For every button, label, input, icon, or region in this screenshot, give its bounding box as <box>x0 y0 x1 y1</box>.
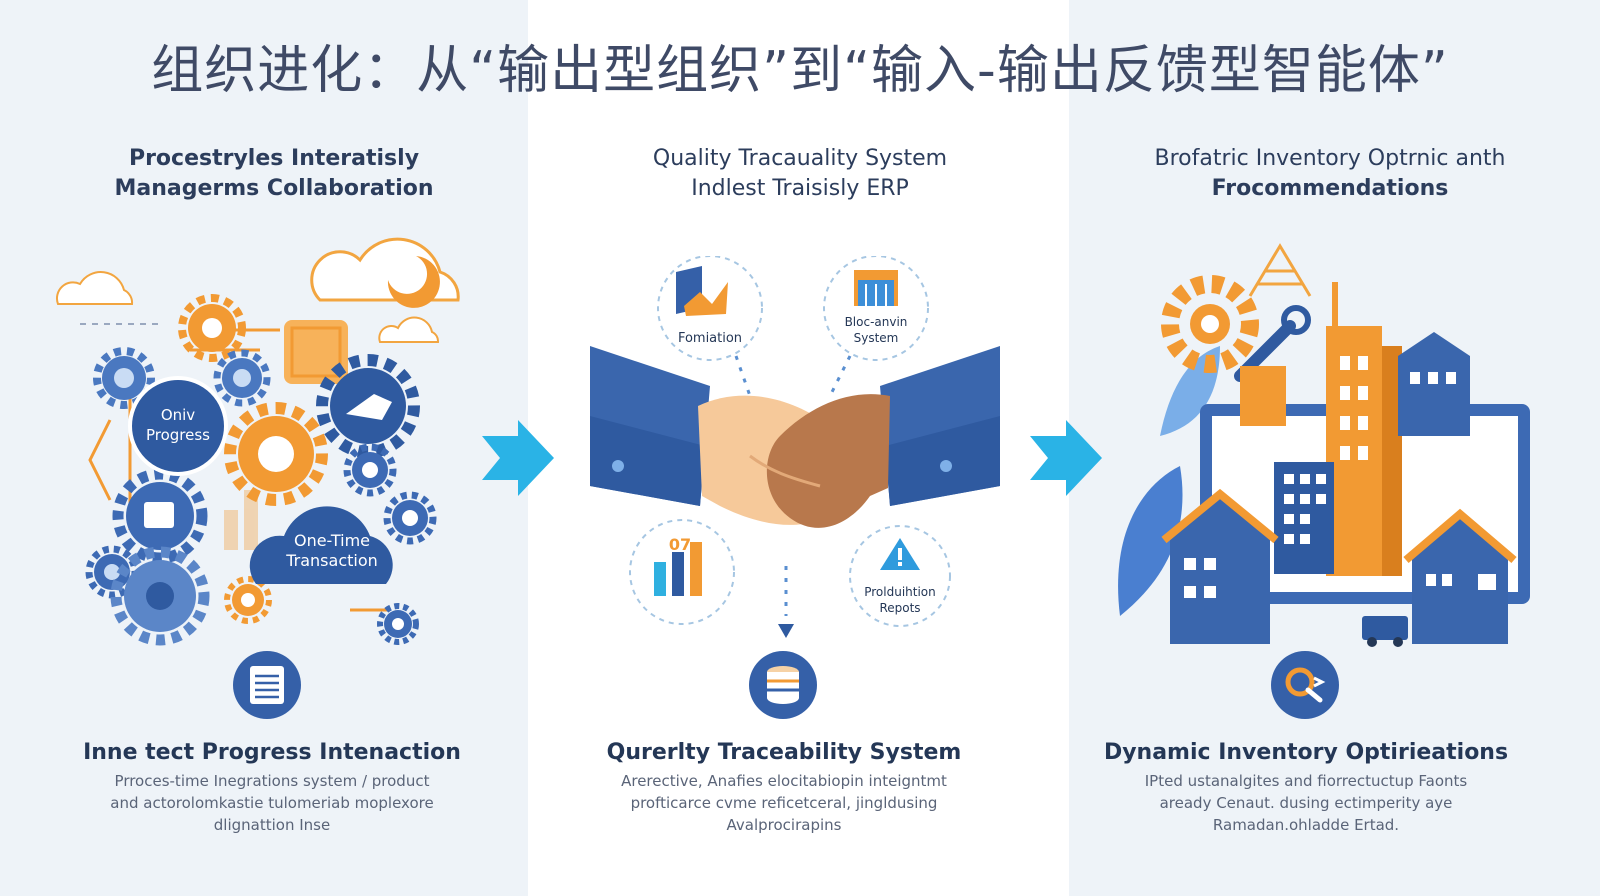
bubble-2-line-1: One-Time <box>294 531 370 550</box>
column-1-desc-line-3: dlignattion Inse <box>213 816 331 834</box>
transaction-cloud <box>249 506 393 584</box>
formation-node: Fomiation <box>657 256 763 361</box>
blockchain-label-1: Bloc-anvin <box>845 315 908 329</box>
gear-icon <box>110 546 210 646</box>
production-label-2: Repots <box>879 601 920 615</box>
building-icon <box>1240 366 1286 426</box>
gear-icon <box>343 443 397 497</box>
gear-icon <box>224 576 272 624</box>
gear-icon <box>224 402 328 506</box>
house-icon <box>1412 518 1508 644</box>
column-1-footer-title: Inne tect Progress Intenaction <box>83 740 461 765</box>
column-3-heading-line-2: Frocommendations <box>1211 176 1449 201</box>
gear-icon <box>178 294 246 362</box>
cloud-icon <box>310 237 460 308</box>
column-2-heading: Quality Tracauality System Indlest Trais… <box>560 144 1040 204</box>
city-illustration <box>1118 243 1530 647</box>
progress-bubble <box>128 376 228 476</box>
right-sleeve <box>880 346 1000 506</box>
gear-icon <box>112 468 208 564</box>
document-icon <box>233 651 301 719</box>
column-3-desc-line-1: IPted ustanalgites and fiorrectuctup Fao… <box>1144 772 1468 790</box>
cloud-icon <box>378 316 440 343</box>
production-label-1: Prolduihtion <box>864 585 936 599</box>
column-2-footer-title: Qurerlty Traceability System <box>606 740 962 765</box>
column-1-desc-line-1: Prroces-time Inegrations system / produc… <box>114 772 430 790</box>
cloud-icon <box>55 271 160 325</box>
blockchain-label-2: System <box>854 331 899 345</box>
chart-badge-text: 07 <box>669 535 691 554</box>
arrow-right-icon <box>1030 420 1102 496</box>
column-2-desc-line-2: profticarce cvme reficetceral, jingldusi… <box>630 794 938 812</box>
column-1-desc-line-2: and actorolomkastie tulomeriab moplexore <box>110 794 434 812</box>
column-1-footer-desc: Prroces-time Inegrations system / produc… <box>32 770 512 836</box>
column-2-heading-line-2: Indlest Traisisly ERP <box>691 176 909 201</box>
leaf-icon <box>1118 466 1183 616</box>
production-node: Prolduihtion Repots <box>849 525 951 627</box>
column-1-heading-line-1: Procestryles Interatisly <box>128 146 420 171</box>
gear-icon <box>93 347 155 409</box>
gear-icon <box>213 349 271 407</box>
chart-node: 07 <box>629 519 735 625</box>
column-3-desc-line-3: Ramadan.ohladde Ertad. <box>1212 816 1400 834</box>
bubble-1-line-2: Progress <box>146 426 210 444</box>
column-1-heading: Procestryles Interatisly Managerms Colla… <box>34 144 514 204</box>
gear-icon <box>383 491 437 545</box>
column-2-heading-line-1: Quality Tracauality System <box>652 146 948 171</box>
page-title: 组织进化：从“输出型组织”到“输入-输出反馈型智能体” <box>151 41 1449 101</box>
column-3-footer-title: Dynamic Inventory Optirieations <box>1103 740 1509 765</box>
gear-icon <box>316 354 420 458</box>
column-2-footer-desc: Arerective, Anafies elocitabiopin inteig… <box>544 770 1024 836</box>
building-icon <box>1326 326 1382 576</box>
truck-icon <box>1362 616 1408 640</box>
bubble-2-line-2: Transaction <box>285 551 378 570</box>
magnifier-icon <box>1271 651 1339 719</box>
column-3-desc-line-2: aready Cenaut. dusing ectimperity aye <box>1159 794 1453 812</box>
column-1-heading-line-2: Managerms Collaboration <box>114 176 434 201</box>
column-3-footer-desc: IPted ustanalgites and fiorrectuctup Fao… <box>1066 770 1546 836</box>
house-icon <box>1170 498 1270 644</box>
database-icon <box>749 651 817 719</box>
handshake-illustration: Fomiation Bloc-anvin System Prolduihtion… <box>590 256 1000 638</box>
bubble-1-line-1: Oniv <box>161 406 195 424</box>
crane-icon <box>1248 243 1312 297</box>
column-3-heading: Brofatric Inventory Optrnic anth Frocomm… <box>1090 144 1570 204</box>
gear-icon <box>377 603 419 645</box>
gears-illustration: Oniv Progress One-Time Transaction <box>55 237 460 646</box>
formation-label: Fomiation <box>678 331 742 346</box>
column-3-heading-line-1: Brofatric Inventory Optrnic anth <box>1154 146 1506 171</box>
column-2-desc-line-1: Arerective, Anafies elocitabiopin inteig… <box>621 772 947 790</box>
gear-icon <box>1161 275 1259 373</box>
arrow-right-icon <box>482 420 554 496</box>
left-sleeve <box>590 346 710 506</box>
column-2-desc-line-3: Avalprocirapins <box>726 816 842 834</box>
blockchain-node: Bloc-anvin System <box>823 256 929 361</box>
dark-hand <box>766 394 890 528</box>
